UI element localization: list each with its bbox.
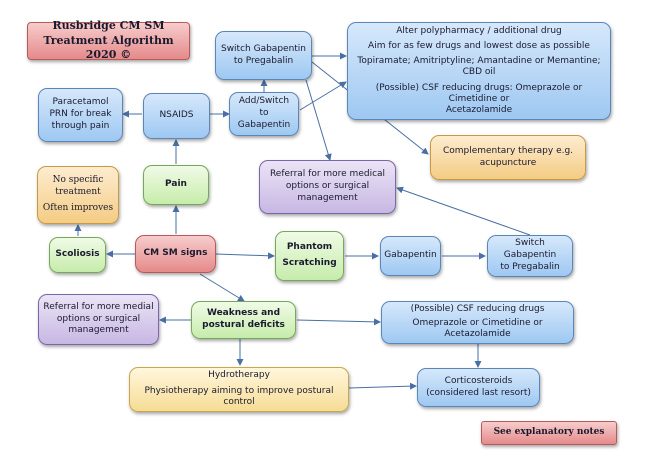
paracetamol-line-3: through pain xyxy=(51,120,110,131)
referral-top-line-1: Referral for more medical xyxy=(269,169,386,180)
complementary-line-1: Complementary therapy e.g. xyxy=(442,145,574,156)
switch-gabapentin-right-box: Switch Gabapentin to Pregabalin xyxy=(487,235,573,277)
weakness-box: Weakness and postural deficits xyxy=(191,301,296,339)
add-switch-line-1: Add/Switch to xyxy=(238,96,290,119)
explanatory-notes-button[interactable]: See explanatory notes xyxy=(481,421,617,445)
referral-top-box: Referral for more medical options or sur… xyxy=(259,160,396,214)
weakness-line-2: postural deficits xyxy=(202,320,285,330)
pain-label: Pain xyxy=(165,179,187,190)
cm-sm-signs-label: CM SM signs xyxy=(143,248,208,259)
alter-line-5: Acetazolamide xyxy=(445,105,513,116)
paracetamol-box: Paracetamol PRN for break through pain xyxy=(38,88,123,142)
nsaids-label: NSAIDS xyxy=(159,110,194,121)
switch-gabapentin-top-box: Switch Gabapentin to Pregabalin xyxy=(215,31,312,80)
hydrotherapy-box: Hydrotherapy Physiotherapy aiming to imp… xyxy=(129,367,349,412)
paracetamol-line-1: Paracetamol xyxy=(52,97,109,108)
arrow-switch-right-to-referral xyxy=(396,186,531,236)
alter-polypharmacy-box: Alter polypharmacy / additional drug Aim… xyxy=(347,22,611,120)
csf-reducing-box: (Possible) CSF reducing drugs Omeprazole… xyxy=(381,301,574,344)
switch-top-line-1: Switch Gabapentin xyxy=(220,43,307,54)
switch-top-line-2: to Pregabalin xyxy=(233,55,294,66)
weakness-line-1: Weakness and xyxy=(206,308,281,319)
complementary-therapy-box: Complementary therapy e.g. acupuncture xyxy=(430,135,586,180)
corticosteroids-box: Corticosteroids (considered last resort) xyxy=(417,368,540,407)
gabapentin-box: Gabapentin xyxy=(380,236,441,276)
alter-line-2: Aim for as few drugs and lowest dose as … xyxy=(368,40,590,51)
arrow-signs-to-weakness xyxy=(199,273,245,302)
arrow-switch-top-to-referral xyxy=(305,79,332,161)
nsaids-box: NSAIDS xyxy=(143,93,210,139)
no-specific-line-3: Often improves xyxy=(42,202,114,213)
phantom-line-1: Phantom xyxy=(286,242,333,253)
diagram-title: Rusbridge CM SM Treatment Algorithm 2020… xyxy=(27,18,190,61)
no-specific-line-1: No specific xyxy=(52,175,104,186)
scoliosis-box: Scoliosis xyxy=(49,237,106,273)
corticosteroids-line-2: (considered last resort) xyxy=(426,387,531,398)
referral-left-line-2: options or surgical xyxy=(56,313,141,324)
complementary-line-2: acupuncture xyxy=(479,157,537,168)
add-switch-line-2: Gabapentin xyxy=(237,119,291,130)
cm-sm-signs-box: CM SM signs xyxy=(135,235,216,273)
pain-box: Pain xyxy=(143,165,209,205)
referral-left-line-3: management xyxy=(68,325,129,336)
hydrotherapy-line-1: Hydrotherapy xyxy=(208,370,270,380)
csf-line-1: (Possible) CSF reducing drugs xyxy=(410,304,545,314)
paracetamol-line-2: PRN for break xyxy=(49,109,112,120)
referral-top-line-3: management xyxy=(297,192,358,203)
no-specific-line-2: treatment xyxy=(55,187,101,198)
referral-top-line-2: options or surgical xyxy=(285,181,370,192)
title-line-2: Treatment Algorithm 2020 © xyxy=(43,33,174,62)
alter-line-1: Alter polypharmacy / additional drug xyxy=(396,25,562,36)
corticosteroids-line-1: Corticosteroids xyxy=(444,375,513,386)
csf-line-2: Omeprazole or Cimetidine or Acetazolamid… xyxy=(412,317,543,340)
gabapentin-label: Gabapentin xyxy=(384,250,437,261)
arrow-signs-to-phantom xyxy=(215,252,275,260)
explanatory-notes-label: See explanatory notes xyxy=(493,427,605,438)
arrow-add-switch-to-alter xyxy=(299,81,347,111)
no-specific-treatment-box: No specific treatment Often improves xyxy=(37,166,119,224)
title-line-1: Rusbridge CM SM xyxy=(52,18,165,32)
arrow-weakness-to-csf xyxy=(296,318,381,326)
referral-left-line-1: Referral for more medial xyxy=(43,301,154,312)
alter-line-3: Topiramate; Amitriptyline; Amantadine or… xyxy=(357,56,601,78)
switch-right-line-1: Switch Gabapentin xyxy=(503,238,557,261)
alter-line-4: (Possible) CSF reducing drugs: Omeprazol… xyxy=(375,82,583,104)
hydrotherapy-line-2: Physiotherapy aiming to improve postural… xyxy=(144,385,334,408)
add-switch-gabapentin-box: Add/Switch to Gabapentin xyxy=(229,92,299,136)
phantom-scratching-box: Phantom Scratching xyxy=(275,231,344,281)
switch-right-line-2: to Pregabalin xyxy=(500,261,560,272)
referral-left-box: Referral for more medial options or surg… xyxy=(38,294,159,345)
scoliosis-label: Scoliosis xyxy=(55,249,100,260)
phantom-line-2: Scratching xyxy=(282,258,337,268)
arrow-hydrotherapy-to-corticosteroids xyxy=(348,382,417,390)
